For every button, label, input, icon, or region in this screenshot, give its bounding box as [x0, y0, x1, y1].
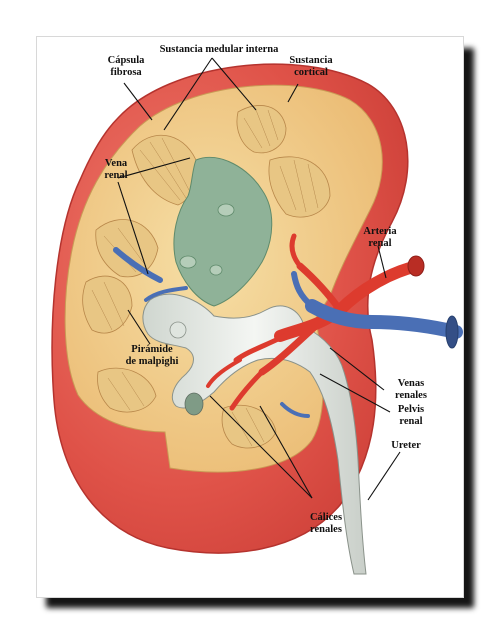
renal-veins	[113, 247, 463, 418]
label-sustancia-medular-interna: Sustancia medular interna	[159, 44, 279, 55]
leader-lines	[117, 57, 401, 501]
calyx	[169, 321, 187, 339]
medulla-papilla	[179, 255, 197, 269]
medulla-papilla	[217, 203, 235, 217]
calyx	[184, 392, 204, 416]
renal-medulla	[173, 156, 273, 307]
renal-pyramids	[82, 105, 331, 449]
label-ureter: Ureter	[391, 440, 421, 451]
pyramid-striations	[91, 109, 319, 447]
artery-lumen	[407, 255, 425, 277]
renal-artery	[206, 233, 424, 411]
medulla-papilla	[209, 264, 223, 276]
renal-pelvis	[142, 293, 367, 575]
vein-lumen	[445, 315, 459, 349]
